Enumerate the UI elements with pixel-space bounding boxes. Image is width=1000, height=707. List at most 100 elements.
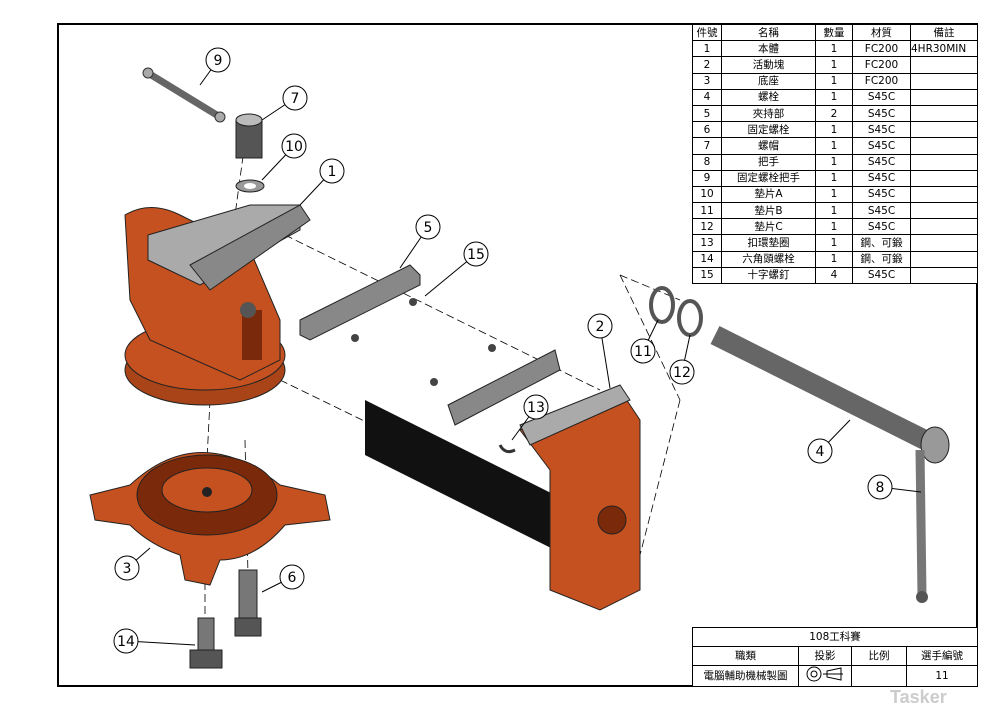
table-cell: 6 bbox=[692, 121, 722, 139]
balloon-3: 3 bbox=[114, 547, 151, 581]
category-label: 職類 bbox=[692, 646, 799, 666]
balloon-circle bbox=[587, 313, 613, 339]
table-cell: 1 bbox=[815, 137, 853, 155]
balloon-number: 15 bbox=[467, 247, 485, 263]
balloon-number: 4 bbox=[816, 444, 825, 460]
part-1-body bbox=[124, 204, 311, 406]
table-cell: 活動塊 bbox=[721, 56, 816, 74]
table-cell: 螺帽 bbox=[721, 137, 816, 155]
part-3-base bbox=[89, 452, 331, 586]
balloon-number: 5 bbox=[424, 220, 433, 236]
table-cell: 固定螺栓 bbox=[721, 121, 816, 139]
table-cell: 1 bbox=[815, 88, 853, 106]
table-cell: 鋼、可鍛 bbox=[852, 234, 911, 252]
table-cell bbox=[910, 218, 978, 236]
table-cell: FC200 bbox=[852, 40, 911, 58]
table-cell bbox=[910, 169, 978, 187]
table-cell: 夾持部 bbox=[721, 104, 816, 123]
table-cell: S45C bbox=[852, 88, 911, 106]
balloon-number: 3 bbox=[123, 561, 132, 577]
balloon-circle bbox=[463, 241, 489, 267]
table-cell: 底座 bbox=[721, 72, 816, 90]
column-header: 材質 bbox=[852, 23, 911, 42]
table-cell bbox=[910, 234, 978, 252]
column-header: 名稱 bbox=[721, 23, 816, 42]
table-cell: 1 bbox=[815, 234, 853, 252]
table-cell: 1 bbox=[815, 218, 853, 236]
column-header: 備註 bbox=[910, 23, 978, 42]
table-cell bbox=[910, 56, 978, 74]
table-cell: 墊片A bbox=[721, 185, 816, 204]
table-cell bbox=[910, 88, 978, 106]
balloon-number: 14 bbox=[117, 634, 135, 650]
balloon-number: 1 bbox=[328, 164, 337, 180]
balloon-circle bbox=[281, 133, 307, 159]
projection-label: 投影 bbox=[798, 646, 852, 666]
balloon-8: 8 bbox=[867, 474, 922, 500]
competitor-no-value: 11 bbox=[905, 665, 979, 687]
part-6-bolt bbox=[234, 569, 262, 637]
balloon-number: 10 bbox=[285, 139, 303, 155]
table-cell: S45C bbox=[852, 218, 911, 236]
balloon-circle bbox=[669, 359, 695, 385]
part-8-handle bbox=[915, 449, 928, 603]
part-5-jaw-plates bbox=[299, 264, 561, 426]
table-cell: 1 bbox=[815, 250, 853, 268]
table-cell bbox=[910, 266, 978, 285]
table-cell: FC200 bbox=[852, 56, 911, 74]
balloon-number: 12 bbox=[673, 365, 691, 381]
table-cell bbox=[910, 185, 978, 204]
table-cell: 固定螺栓把手 bbox=[721, 169, 816, 187]
part-9-handle-rod bbox=[142, 67, 226, 123]
competitor-no-label: 選手編號 bbox=[905, 646, 979, 666]
table-cell: 十字螺釘 bbox=[721, 266, 816, 285]
balloon-10: 10 bbox=[261, 133, 307, 181]
balloon-circle bbox=[630, 338, 656, 364]
balloon-6: 6 bbox=[261, 564, 305, 593]
balloon-13: 13 bbox=[511, 394, 549, 441]
title-block: 108工科賽 職類 投影 比例 選手編號 電腦輔助機械製圖 11 bbox=[691, 627, 979, 687]
scale-value bbox=[851, 665, 907, 687]
balloon-15: 15 bbox=[424, 241, 489, 297]
table-cell: 1 bbox=[815, 121, 853, 139]
table-cell: S45C bbox=[852, 137, 911, 155]
table-cell: 扣環墊圈 bbox=[721, 234, 816, 252]
part-4-screw bbox=[710, 326, 950, 464]
balloon-circle bbox=[867, 474, 893, 500]
watermark: Tasker bbox=[890, 687, 947, 707]
table-cell bbox=[910, 153, 978, 171]
table-cell: 1 bbox=[815, 185, 853, 204]
table-cell: 螺栓 bbox=[721, 88, 816, 106]
balloon-2: 2 bbox=[587, 313, 613, 389]
balloon-11: 11 bbox=[630, 319, 659, 364]
balloon-number: 9 bbox=[214, 53, 223, 69]
table-cell: 鋼、可鍛 bbox=[852, 250, 911, 268]
drawing-border bbox=[57, 23, 978, 687]
balloon-circle bbox=[205, 47, 231, 73]
table-cell bbox=[910, 202, 978, 220]
table-cell: 六角頭螺栓 bbox=[721, 250, 816, 268]
balloon-circle bbox=[113, 628, 139, 654]
table-cell bbox=[910, 137, 978, 155]
table-cell: S45C bbox=[852, 104, 911, 123]
table-cell: S45C bbox=[852, 185, 911, 204]
projection-symbol-icon bbox=[798, 665, 852, 687]
part-12-washer bbox=[677, 299, 703, 337]
balloon-4: 4 bbox=[807, 419, 851, 464]
table-cell bbox=[910, 72, 978, 90]
table-cell: 1 bbox=[692, 40, 722, 58]
table-cell: 15 bbox=[692, 266, 722, 285]
table-cell: 1 bbox=[815, 56, 853, 74]
balloon-circle bbox=[282, 85, 308, 111]
table-cell: 10 bbox=[692, 185, 722, 204]
